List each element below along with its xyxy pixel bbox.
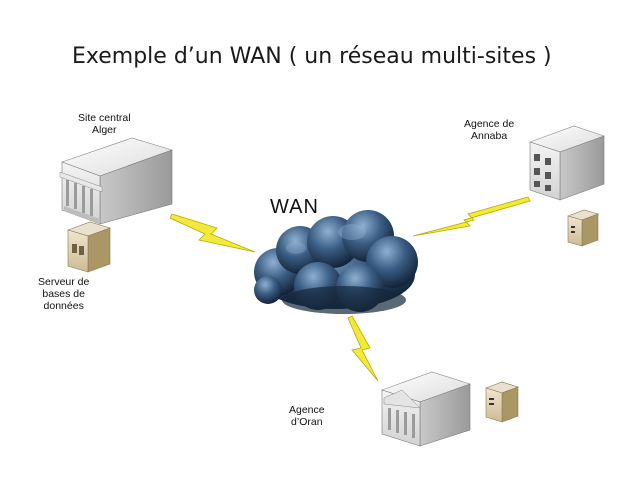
lightning-link-icon bbox=[347, 315, 379, 382]
building-icon bbox=[529, 125, 605, 201]
oran-line2: d’Oran bbox=[291, 416, 323, 428]
db-server-line3: données bbox=[43, 300, 84, 312]
wan-label: WAN bbox=[270, 196, 319, 218]
annaba-line1: Agence de bbox=[464, 118, 515, 130]
oran-label: Agence d’Oran bbox=[289, 404, 325, 428]
site-central-line2: Alger bbox=[92, 124, 117, 136]
annaba-label: Agence de Annaba bbox=[464, 118, 514, 142]
slide-title: Exemple d’un WAN ( un réseau multi-sites… bbox=[72, 44, 552, 69]
lightning-link-icon bbox=[412, 196, 531, 237]
building-icon bbox=[59, 137, 173, 225]
db-server-label: Serveur de bases de données bbox=[38, 276, 89, 312]
server-icon bbox=[485, 381, 519, 423]
lightning-link-icon bbox=[169, 213, 256, 253]
server-icon bbox=[67, 221, 111, 273]
db-server-line1: Serveur de bbox=[38, 276, 90, 288]
oran-line1: Agence bbox=[289, 404, 325, 416]
building-icon bbox=[381, 371, 471, 447]
cloud-icon bbox=[254, 210, 418, 314]
site-central-label: Site central Alger bbox=[78, 112, 131, 136]
server-icon bbox=[567, 209, 599, 247]
annaba-line2: Annaba bbox=[471, 130, 508, 142]
site-central-line1: Site central bbox=[78, 112, 131, 124]
db-server-line2: bases de bbox=[42, 288, 85, 300]
